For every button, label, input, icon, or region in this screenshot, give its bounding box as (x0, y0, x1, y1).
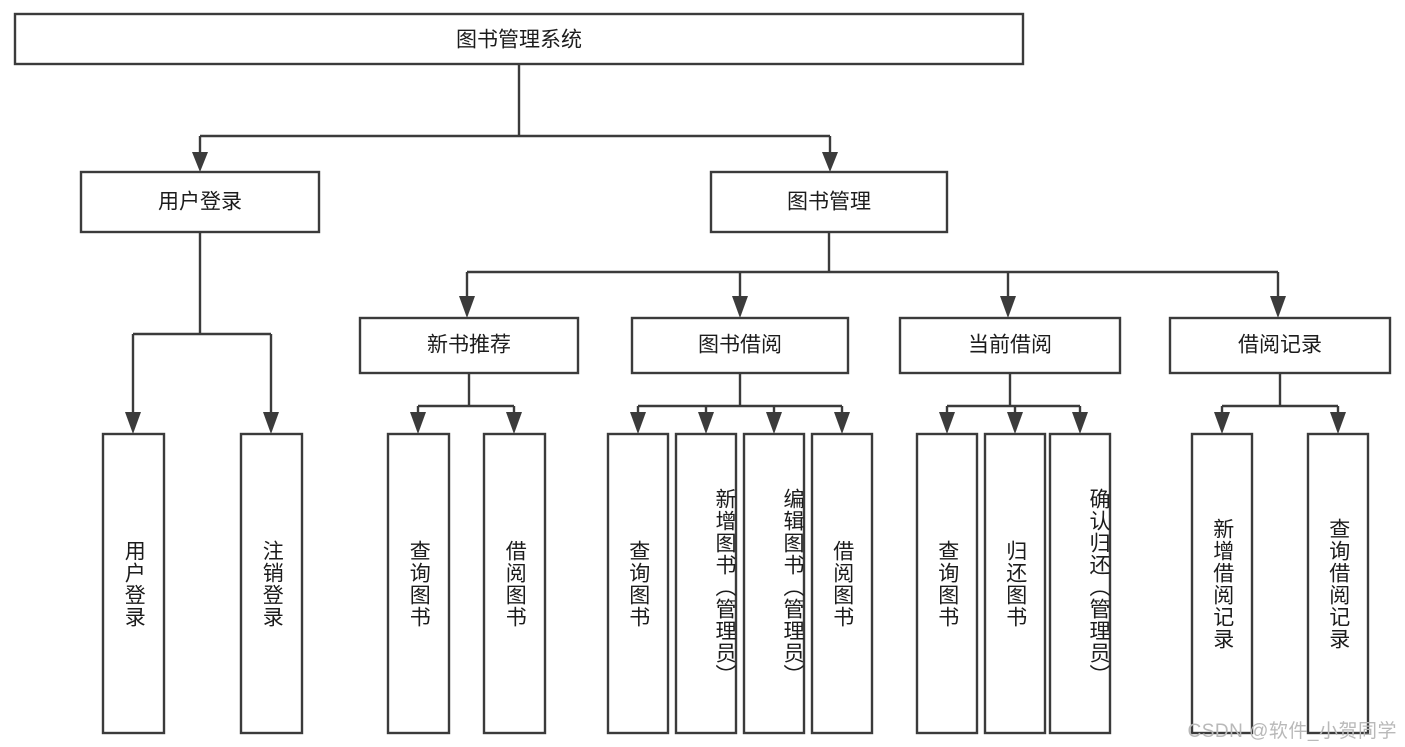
leaf-box-confirm-return-admin[interactable] (1048, 432, 1112, 735)
node-book-borrow[interactable]: 图书借阅 (630, 316, 850, 375)
leaf-box-query-borrow-record[interactable] (1306, 432, 1370, 735)
new-book-recommend-label: 新书推荐 (427, 334, 511, 357)
connector-book-borrow-children (630, 373, 850, 434)
leaf-box-add-book-admin[interactable] (674, 432, 738, 735)
leaf-box-return-book[interactable] (983, 432, 1047, 735)
node-new-book-recommend[interactable]: 新书推荐 (358, 316, 580, 375)
node-root[interactable]: 图书管理系统 (13, 12, 1025, 66)
node-current-borrow[interactable]: 当前借阅 (898, 316, 1122, 375)
current-borrow-label: 当前借阅 (968, 334, 1052, 357)
user-login-label: 用户登录 (158, 191, 242, 214)
leaf-box-add-borrow-record[interactable] (1190, 432, 1254, 735)
leaf-box-query-book-rec[interactable] (386, 432, 451, 735)
user-login-box[interactable] (79, 170, 321, 234)
current-borrow-box[interactable] (898, 316, 1122, 375)
connector-new-book-recommend-children (410, 373, 522, 434)
node-book-manage[interactable]: 图书管理 (709, 170, 949, 234)
node-user-login[interactable]: 用户登录 (79, 170, 321, 234)
connector-book-manage-bus (459, 232, 1286, 318)
connector-current-borrow-children (939, 373, 1088, 434)
root-label: 图书管理系统 (456, 29, 582, 52)
node-borrow-record[interactable]: 借阅记录 (1168, 316, 1392, 375)
leaf-box-logout[interactable] (239, 432, 304, 735)
arrow-to-book-manage (822, 152, 838, 172)
connector-user-login-children (125, 232, 279, 434)
leaf-box-user-login[interactable] (101, 432, 166, 735)
borrow-record-label: 借阅记录 (1238, 334, 1322, 357)
root-box[interactable] (13, 12, 1025, 66)
arrow-to-user-login (192, 152, 208, 172)
leaf-box-query-book-borrow[interactable] (606, 432, 670, 735)
leaf-box-edit-book-admin[interactable] (742, 432, 806, 735)
new-book-recommend-box[interactable] (358, 316, 580, 375)
leaf-box-borrow-book-rec[interactable] (482, 432, 547, 735)
connector-borrow-record-children (1214, 373, 1346, 434)
book-manage-label: 图书管理 (787, 191, 871, 214)
watermark-text: CSDN @软件_小贺同学 (1187, 721, 1397, 742)
leaf-box-query-book-current[interactable] (915, 432, 979, 735)
connector-root-bus (192, 64, 838, 172)
book-borrow-label: 图书借阅 (698, 334, 782, 357)
leaf-box-borrow-book[interactable] (810, 432, 874, 735)
